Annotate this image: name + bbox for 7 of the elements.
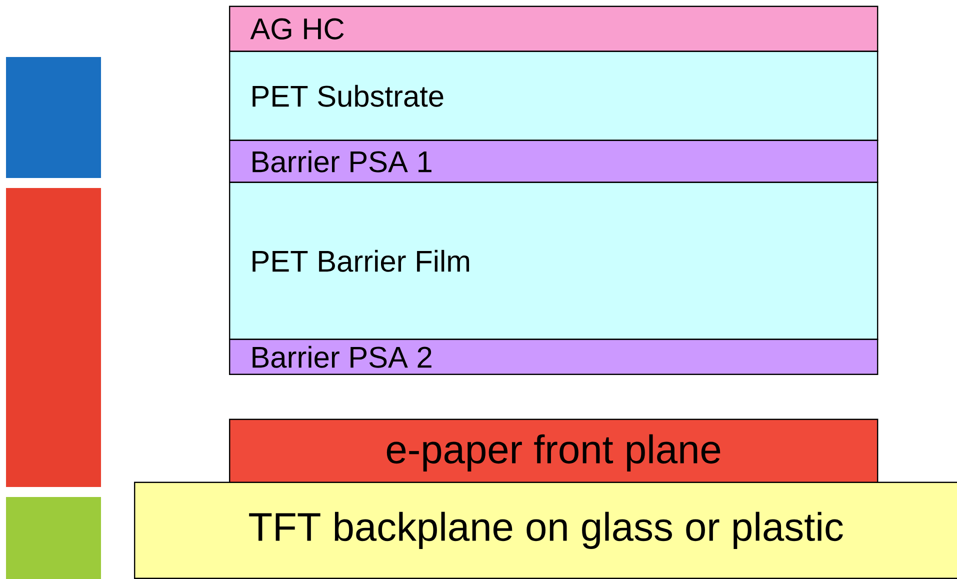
layer-box: PET Substrate xyxy=(229,50,878,141)
front-plane-layer: e-paper front plane xyxy=(229,418,878,487)
layer-box: AG HC xyxy=(229,6,878,52)
layer-box: PET Barrier Film xyxy=(229,182,878,340)
layer-box: Barrier PSA 2 xyxy=(229,338,878,375)
layer-box: Barrier PSA 1 xyxy=(229,140,878,183)
backplane-layer: TFT backplane on glass or plastic xyxy=(134,482,957,579)
